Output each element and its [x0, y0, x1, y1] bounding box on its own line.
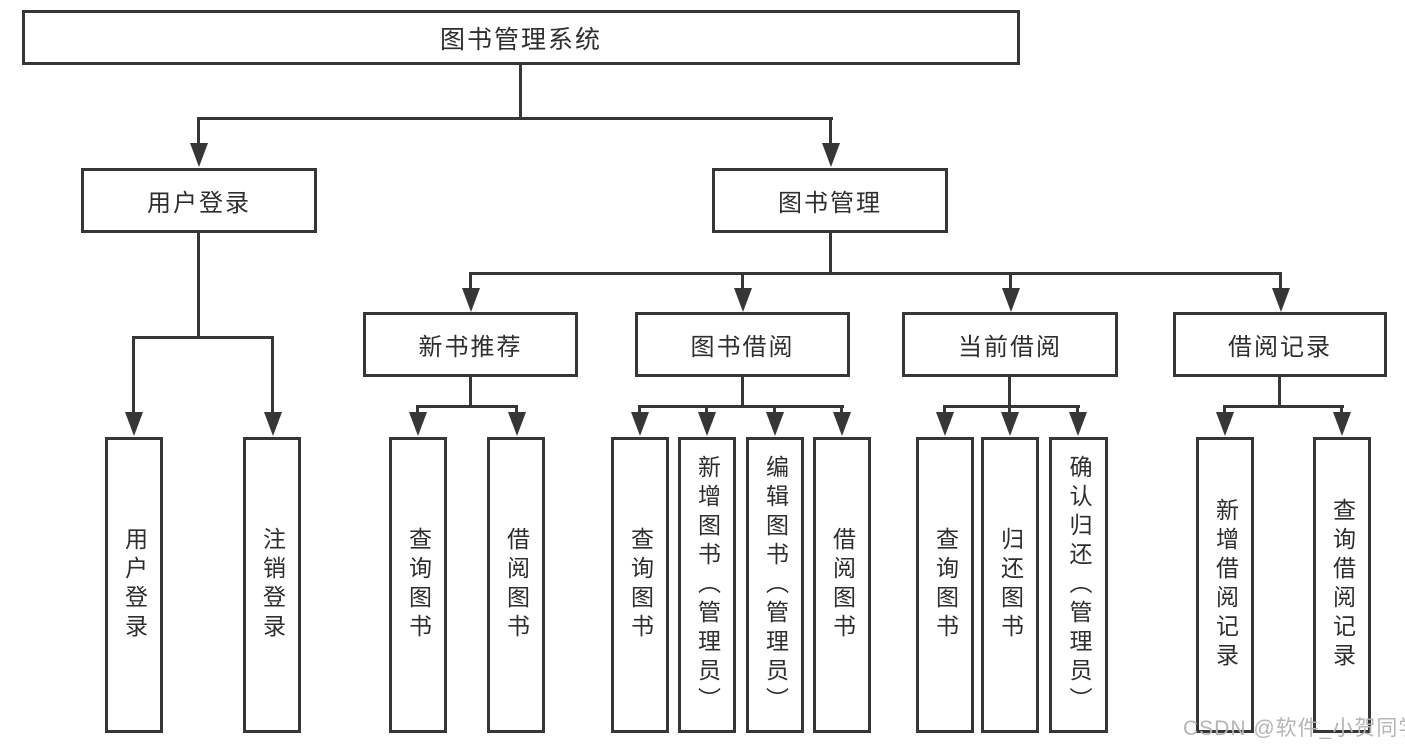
leaf-query-books-borrowing: 查询图书	[611, 437, 669, 733]
csdn-watermark: CSDN @软件_小贺同学	[1183, 717, 1405, 740]
connector-line	[741, 377, 744, 407]
node-label: 查询借阅记录	[1329, 498, 1356, 672]
arrowhead-down-icon	[409, 412, 427, 436]
node-label: 借阅图书	[829, 527, 856, 643]
connector-line	[197, 233, 200, 338]
node-root-library-management-system: 图书管理系统	[22, 10, 1020, 65]
node-user-login-module: 用户登录	[81, 168, 317, 233]
leaf-logout: 注销登录	[243, 437, 301, 733]
node-label: 借阅记录	[1228, 334, 1332, 361]
node-label: 新增图书（管理员）	[694, 454, 721, 716]
leaf-confirm-return-admin: 确认归还（管理员）	[1049, 437, 1108, 733]
connector-line	[1008, 405, 1011, 415]
connector-line	[469, 272, 472, 290]
node-label: 查询图书	[405, 527, 432, 643]
connector-line	[197, 117, 200, 145]
arrowhead-down-icon	[462, 288, 480, 312]
connector-line	[773, 405, 776, 415]
leaf-borrow-books: 借阅图书	[813, 437, 871, 733]
node-label: 图书管理	[778, 190, 882, 217]
connector-line	[741, 272, 744, 290]
connector-line	[519, 65, 522, 119]
node-label: 用户登录	[121, 527, 148, 643]
connector-line	[1223, 405, 1344, 408]
node-borrowing-records: 借阅记录	[1173, 312, 1387, 377]
connector-line	[1340, 405, 1343, 415]
leaf-return-books: 归还图书	[981, 437, 1039, 733]
node-label: 新书推荐	[418, 334, 523, 361]
node-current-borrowing: 当前借阅	[902, 312, 1118, 377]
connector-line	[705, 405, 708, 415]
connector-line	[132, 336, 274, 339]
connector-line	[1223, 405, 1226, 415]
node-label: 归还图书	[997, 527, 1024, 643]
connector-line	[1008, 377, 1011, 407]
arrowhead-down-icon	[833, 412, 851, 436]
leaf-borrow-books-recommend: 借阅图书	[487, 437, 545, 733]
arrowhead-down-icon	[936, 412, 954, 436]
arrowhead-down-icon	[508, 412, 526, 436]
leaf-user-login: 用户登录	[105, 437, 163, 733]
connector-line	[469, 377, 472, 407]
leaf-add-borrow-record: 新增借阅记录	[1196, 437, 1254, 733]
connector-line	[943, 405, 946, 415]
connector-line	[416, 405, 518, 408]
arrowhead-down-icon	[1216, 412, 1234, 436]
arrowhead-down-icon	[734, 288, 752, 312]
arrowhead-down-icon	[1069, 412, 1087, 436]
node-label: 图书管理系统	[439, 25, 602, 54]
leaf-edit-books-admin: 编辑图书（管理员）	[746, 437, 804, 733]
connector-line	[515, 405, 518, 415]
arrowhead-down-icon	[190, 143, 208, 167]
node-label: 图书借阅	[690, 334, 795, 361]
connector-line	[829, 233, 832, 275]
leaf-add-books-admin: 新增图书（管理员）	[678, 437, 736, 733]
leaf-query-books-current: 查询图书	[916, 437, 974, 733]
arrowhead-down-icon	[698, 412, 716, 436]
node-label: 注销登录	[259, 527, 286, 643]
node-book-borrowing: 图书借阅	[635, 312, 850, 377]
node-label: 查询图书	[627, 527, 654, 643]
arrowhead-down-icon	[1333, 412, 1351, 436]
connector-line	[829, 117, 832, 145]
connector-line	[638, 405, 844, 408]
arrowhead-down-icon	[1002, 288, 1020, 312]
connector-line	[943, 405, 1080, 408]
node-label: 借阅图书	[503, 527, 530, 643]
connector-line	[132, 336, 135, 414]
leaf-query-borrow-record: 查询借阅记录	[1313, 437, 1371, 733]
connector-line	[1076, 405, 1079, 415]
node-label: 确认归还（管理员）	[1066, 454, 1092, 716]
node-label: 编辑图书（管理员）	[762, 454, 789, 716]
arrowhead-down-icon	[125, 412, 143, 436]
connector-line	[469, 272, 1281, 275]
node-book-management-module: 图书管理	[712, 168, 948, 233]
node-label: 查询图书	[932, 527, 959, 643]
arrowhead-down-icon	[631, 412, 649, 436]
node-new-book-recommendation: 新书推荐	[363, 312, 578, 377]
connector-line	[840, 405, 843, 415]
node-label: 新增借阅记录	[1212, 498, 1239, 672]
arrowhead-down-icon	[822, 143, 840, 167]
connector-line	[638, 405, 641, 415]
connector-line	[271, 336, 274, 414]
connector-line	[1009, 272, 1012, 290]
connector-line	[197, 117, 833, 120]
node-label: 当前借阅	[958, 334, 1062, 361]
node-label: 用户登录	[147, 190, 251, 217]
connector-line	[1279, 272, 1282, 290]
arrowhead-down-icon	[264, 412, 282, 436]
leaf-query-books-recommend: 查询图书	[389, 437, 447, 733]
arrowhead-down-icon	[1272, 288, 1290, 312]
arrowhead-down-icon	[1001, 412, 1019, 436]
connector-line	[1278, 377, 1281, 407]
connector-line	[416, 405, 419, 415]
arrowhead-down-icon	[766, 412, 784, 436]
